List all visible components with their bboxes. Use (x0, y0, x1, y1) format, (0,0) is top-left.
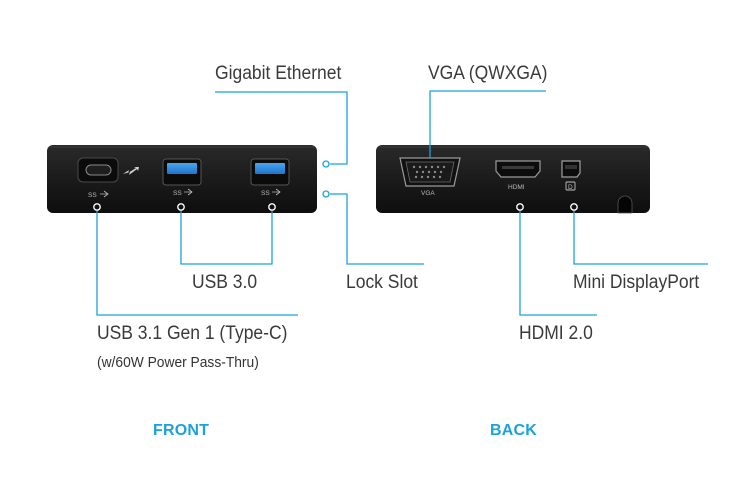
label-usbc-note: (w/60W Power Pass-Thru) (97, 354, 259, 371)
usb-a2-indicator-dot (268, 203, 276, 211)
label-vga: VGA (QWXGA) (428, 63, 548, 84)
displayport-icon: D (565, 181, 576, 191)
superspeed-usb-icon: SS (173, 190, 182, 197)
section-label-back: BACK (490, 422, 538, 439)
back-dock: VGA HDMI D (376, 145, 650, 214)
mini-displayport-port: D (561, 160, 581, 191)
label-mini-displayport: Mini DisplayPort (573, 272, 700, 293)
label-usbc: USB 3.1 Gen 1 (Type-C) (97, 323, 288, 344)
vga-port: VGA (399, 157, 461, 197)
usb-c-port: SS (77, 157, 119, 199)
callout-hdmi (519, 211, 597, 316)
superspeed-usb-icon: SS (261, 190, 270, 197)
superspeed-usb-icon: SS (88, 192, 97, 199)
callout-vga (429, 90, 546, 158)
callout-mini-displayport (573, 211, 708, 265)
hdmi-port: HDMI (495, 160, 541, 191)
callout-lines (96, 90, 708, 316)
front-dock: SS SS SS (47, 145, 317, 213)
usb-a-port-1: SS (162, 158, 202, 197)
usb-a-port-2: SS (250, 158, 290, 197)
usb-a1-indicator-dot (177, 203, 185, 211)
callout-gigabit-ethernet (215, 91, 348, 165)
label-gigabit-ethernet: Gigabit Ethernet (215, 63, 342, 84)
callout-usbc (96, 211, 298, 316)
callout-dot-ethernet (322, 160, 330, 168)
hdmi-port-marking: HDMI (508, 184, 525, 191)
label-usb30: USB 3.0 (192, 272, 258, 293)
mdp-indicator-dot (570, 203, 578, 211)
callout-usb30 (180, 211, 273, 265)
section-label-front: FRONT (153, 422, 210, 439)
vga-port-marking: VGA (421, 190, 435, 197)
usb-c-indicator-dot (93, 203, 101, 211)
hdmi-indicator-dot (516, 203, 524, 211)
lock-slot-icon (617, 195, 633, 214)
callout-lock-slot (330, 193, 424, 265)
label-hdmi: HDMI 2.0 (519, 323, 593, 344)
label-lock-slot: Lock Slot (346, 272, 418, 293)
callout-dot-lock (322, 190, 330, 198)
svg-text:D: D (568, 184, 573, 191)
thunderbolt-arrow-icon (123, 167, 139, 175)
